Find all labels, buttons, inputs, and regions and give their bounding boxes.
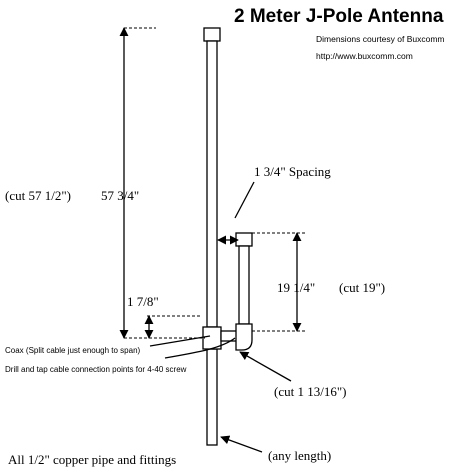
- diagram-title: 2 Meter J-Pole Antenna: [234, 6, 444, 27]
- credit-url: http://www.buxcomm.com: [316, 51, 413, 61]
- bottom-cut-label: (cut 1 13/16"): [274, 384, 346, 399]
- tee-fitting: [202, 326, 222, 350]
- material-note: All 1/2" copper pipe and fittings: [8, 452, 176, 467]
- main-radiator: [203, 27, 221, 446]
- credit-text: Dimensions courtesy of Buxcomm: [316, 34, 445, 44]
- main-cut-label: (cut 57 1/2"): [5, 188, 71, 203]
- feed-point-label: 1 7/8": [127, 294, 159, 309]
- top-cap: [203, 27, 221, 42]
- matching-stub: [235, 232, 253, 325]
- coax-note: Coax (Split cable just enough to span): [5, 346, 141, 355]
- spacing-pointer: [234, 181, 255, 219]
- stub-pipe: [238, 245, 250, 325]
- any-length-label: (any length): [268, 448, 331, 463]
- drill-note: Drill and tap cable connection points fo…: [5, 365, 187, 374]
- stub-cap: [235, 232, 253, 247]
- spacing-label: 1 3/4" Spacing: [254, 164, 331, 179]
- any-length-pointer: [220, 435, 263, 453]
- main-length-label: 57 3/4": [101, 188, 139, 203]
- elbow-fitting: [235, 323, 253, 351]
- stub-cut-label: (cut 19"): [339, 280, 385, 295]
- bottom-cut-pointer: [239, 351, 292, 382]
- coax-cable: [164, 337, 236, 359]
- main-pipe-lower: [206, 348, 218, 446]
- stub-length-label: 19 1/4": [277, 280, 315, 295]
- bottom-fittings: [202, 323, 253, 351]
- main-pipe-upper: [206, 40, 218, 328]
- coax-pointer-line: [149, 335, 211, 347]
